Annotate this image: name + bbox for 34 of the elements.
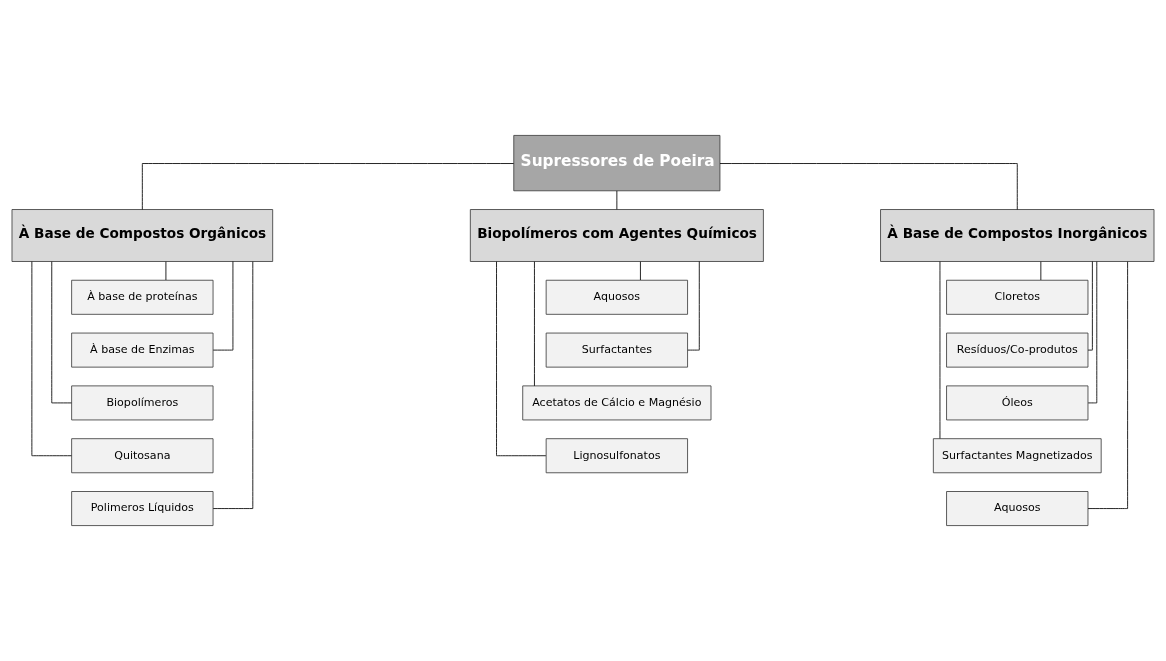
connector [31, 261, 72, 457]
node-box: À base de Enzimas [71, 332, 214, 368]
node-box: À Base de Compostos Orgânicos [11, 209, 274, 262]
connector [141, 163, 515, 210]
connector [719, 163, 1018, 210]
connector [165, 261, 167, 281]
connector [534, 261, 535, 387]
node-box: Polimeros Líquidos [71, 491, 214, 526]
connector [939, 261, 941, 439]
connector [1040, 261, 1042, 281]
connector [1087, 261, 1093, 351]
node-box: Aquosos [946, 491, 1089, 526]
node-box: Aquosos [545, 279, 688, 315]
node-box: Resíduos/Co-produtos [946, 332, 1089, 368]
connector [51, 261, 72, 404]
node-box: Cloretos [946, 279, 1089, 315]
node-box: Lignosulfonatos [545, 438, 688, 474]
node-box: À base de proteínas [71, 279, 214, 315]
connector [640, 261, 641, 281]
node-box: Biopolímeros [71, 385, 214, 421]
node-box: Supressores de Poeira [513, 135, 721, 192]
node-box: À Base de Compostos Inorgânicos [880, 209, 1155, 262]
node-box: Biopolímeros com Agentes Químicos [469, 209, 764, 262]
connector [616, 190, 618, 210]
node-box: Surfactantes Magnetizados [932, 438, 1102, 474]
node-box: Quitosana [71, 438, 214, 474]
connector [212, 261, 234, 351]
node-box: Surfactantes [545, 332, 688, 368]
node-box: Acetatos de Cálcio e Magnésio [522, 385, 712, 421]
connector [212, 261, 254, 509]
connector [496, 261, 547, 457]
connector [1087, 261, 1098, 404]
node-box: Óleos [946, 385, 1089, 421]
connector [1087, 261, 1129, 509]
